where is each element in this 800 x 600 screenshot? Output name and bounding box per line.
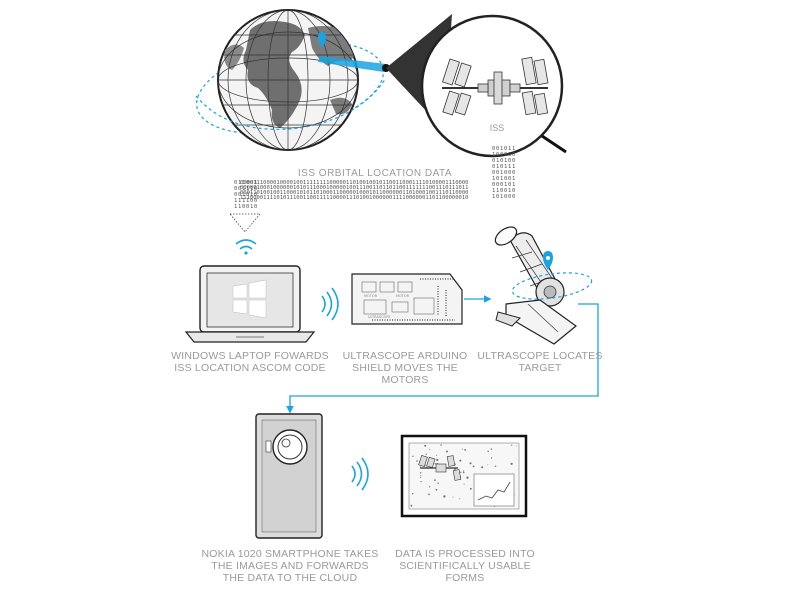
star-dot [459,498,460,499]
binary-digit: 0 [254,204,257,210]
star-dot [443,495,445,497]
caption-monitor: DATA IS PROCESSED INTO SCIENTIFICALLY US… [385,548,545,584]
caption-phone: NOKIA 1020 SMARTPHONE TAKES THE IMAGES A… [190,548,390,584]
star-dot [436,455,437,456]
star-dot [412,493,413,494]
star-dot [429,449,430,450]
binary-digit: 0 [508,194,511,200]
star-dot [470,488,472,490]
star-dot [416,460,418,462]
caption-telescope: ULTRASCOPE LOCATES TARGET [470,350,610,374]
binary-digit: 1 [238,204,241,210]
star-dot [491,448,492,449]
iss-label: ISS [490,123,505,133]
star-dot [436,459,438,461]
star-dot [462,449,463,450]
star-dot [420,472,421,473]
star-dot [424,445,426,447]
star-dot [420,481,421,482]
binary-arrowhead [230,214,260,232]
star-dot [411,505,413,507]
binary-digit: 0 [496,194,499,200]
svg-text:ULTRASCOPE: ULTRASCOPE [368,315,391,319]
star-dot [469,462,471,464]
binary-digit: 1 [234,204,237,210]
star-dot [446,451,448,453]
star-dot [466,477,468,479]
arduino-board-icon: MOTOR MOTOR ULTRASCOPE [352,274,462,324]
star-dot [464,484,465,485]
star-dot [459,460,461,462]
star-dot [460,472,461,473]
star-dot [487,451,489,453]
binary-digit: 0 [504,194,507,200]
star-dot [481,466,483,468]
binary-digit: 1 [500,194,503,200]
star-dot [420,477,421,478]
star-dot [420,466,421,467]
star-dot [463,472,465,474]
star-dot [463,470,464,471]
monitor-icon [402,436,526,516]
star-dot [420,475,421,476]
svg-text:MOTOR: MOTOR [364,294,378,298]
star-dot [412,456,413,457]
star-dot [464,449,466,451]
star-dot [516,445,517,446]
magnifier-handle [542,136,566,152]
smartphone-icon [256,414,322,538]
binary-digit: 1 [250,204,253,210]
binary-digit: 0 [512,194,515,200]
caption-arduino: ULTRASCOPE ARDUINO SHIELD MOVES THE MOTO… [330,350,480,386]
binary-digit: 0 [242,204,245,210]
binary-digit: 0 [246,204,249,210]
star-dot [437,482,439,484]
star-dot [440,444,442,446]
star-dot [487,464,488,465]
wifi-signal-icon [322,288,338,320]
star-dot [426,453,427,454]
star-dot [510,463,512,465]
telescope-icon [492,223,576,344]
star-dot [434,479,436,481]
star-dot [428,494,430,496]
laptop-icon [186,266,314,342]
star-dot [491,457,492,458]
star-dot [495,465,496,466]
star-dot [453,497,454,498]
binary-digit: 1 [492,194,495,200]
star-dot [435,489,437,491]
globe-icon [188,10,391,150]
magnifier-icon: ISS [386,14,566,156]
star-dot [429,486,430,487]
wifi-signal-icon [352,458,368,490]
svg-text:MOTOR: MOTOR [396,294,410,298]
result-panel [474,474,514,506]
binary-row: 1110000111101011100110011111000011101001… [240,195,468,201]
star-dot [473,466,475,468]
caption-laptop: WINDOWS LAPTOP FOWARDS ISS LOCATION ASCO… [160,350,340,374]
wifi-signal-icon [236,240,256,255]
orbital-data-label: ISS ORBITAL LOCATION DATA [298,168,452,179]
star-dot [511,444,512,445]
pin-dot [546,256,550,260]
